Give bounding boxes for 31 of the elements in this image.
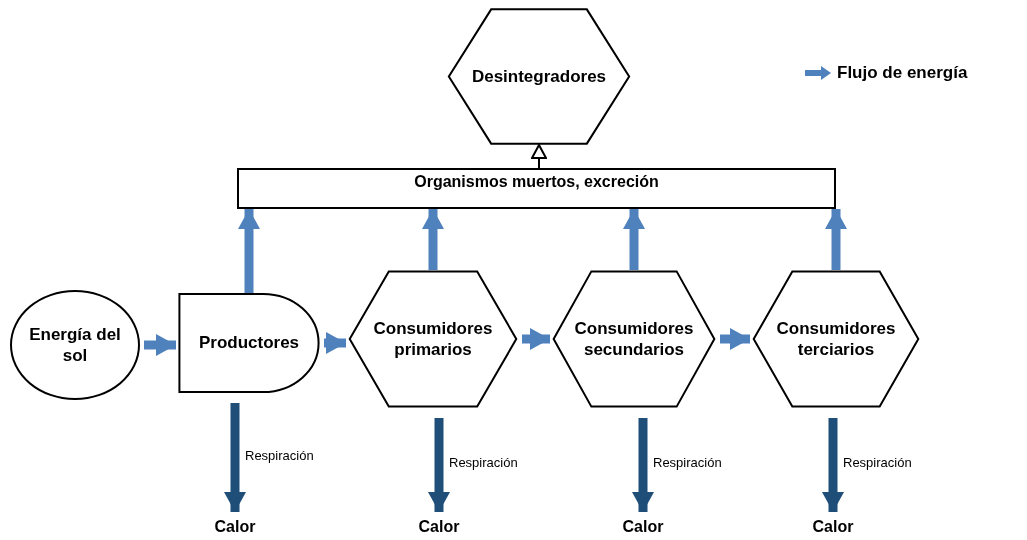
- node-label: Consumidores primarios: [372, 317, 494, 361]
- arrow: [522, 328, 550, 350]
- arrow: [825, 209, 847, 270]
- node-label: Energía del sol: [28, 323, 122, 367]
- arrow: [623, 209, 645, 270]
- node-label: Calor: [417, 517, 461, 537]
- hexagon-node: [348, 270, 518, 408]
- node-label: Calor: [213, 517, 257, 537]
- arrow: [632, 418, 654, 512]
- arrow: [822, 418, 844, 512]
- arrow: [144, 334, 176, 356]
- arrow: [224, 403, 246, 512]
- process-box: [237, 168, 836, 209]
- arrow: [720, 328, 750, 350]
- delay-shape-node: [178, 293, 320, 393]
- node-label: Productores: [197, 332, 301, 354]
- node-label: Consumidores secundarios: [573, 317, 695, 361]
- hexagon-node: [752, 270, 920, 408]
- node-label: Consumidores terciarios: [775, 317, 897, 361]
- hexagon-node: [552, 270, 716, 408]
- legend-label: Flujo de energía: [837, 62, 968, 84]
- node-label: Organismos muertos, excreción: [413, 172, 660, 192]
- node-label: Desintegradores: [470, 65, 608, 88]
- arrow: [324, 332, 346, 354]
- arrow: [428, 418, 450, 512]
- arrow: [238, 209, 260, 293]
- arrow: [531, 144, 547, 169]
- arrow: [422, 209, 444, 270]
- node-label: Calor: [621, 517, 665, 537]
- node-label: Calor: [811, 517, 855, 537]
- hexagon-node: [447, 8, 631, 145]
